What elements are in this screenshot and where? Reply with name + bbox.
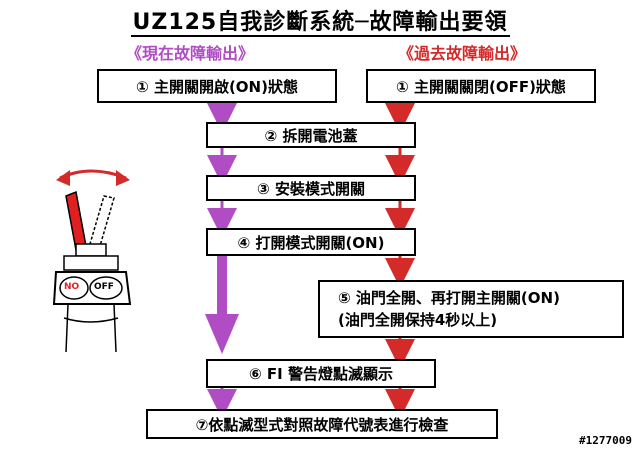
arrow-current-4-6-head (205, 314, 239, 354)
step-7-check-fault-code-table: ⑦依點滅型式對照故障代號表進行檢查 (146, 409, 498, 439)
step-5-line-1: ⑤ 油門全開、再打開主開關(ON) (338, 289, 560, 307)
step-4-mode-switch-on: ④ 打開模式開關(ON) (206, 228, 416, 256)
header-past-fault: 《過去故障輸出》 (398, 44, 527, 63)
step-6-fi-warning-light: ⑥ FI 警告燈點滅顯示 (206, 359, 436, 388)
step-2-remove-battery-cover: ② 拆開電池蓋 (206, 122, 416, 148)
header-current-fault: 《現在故障輸出》 (126, 44, 255, 63)
watermark: #1277009 (579, 434, 632, 447)
arrow-current-4-6-shaft (217, 256, 227, 314)
mode-switch-illustration (52, 169, 132, 353)
switch-off-label: OFF (94, 282, 114, 292)
switch-no-label: NO (64, 282, 80, 292)
step-3-install-mode-switch: ③ 安裝模式開關 (206, 175, 416, 201)
step-5-line-2: (油門全開保持4秒以上) (338, 311, 498, 329)
step-1-main-switch-on: ① 主開關開啟(ON)狀態 (97, 69, 337, 103)
step-5-throttle-open: ⑤ 油門全開、再打開主開關(ON) (油門全開保持4秒以上) (318, 280, 624, 338)
switch-lever-off-ghost (89, 195, 115, 247)
diagram-title: UZ125自我診斷系統─故障輸出要領 (130, 10, 510, 37)
switch-lever-on (65, 190, 87, 252)
step-1-main-switch-off: ① 主開關關閉(OFF)狀態 (366, 69, 596, 103)
